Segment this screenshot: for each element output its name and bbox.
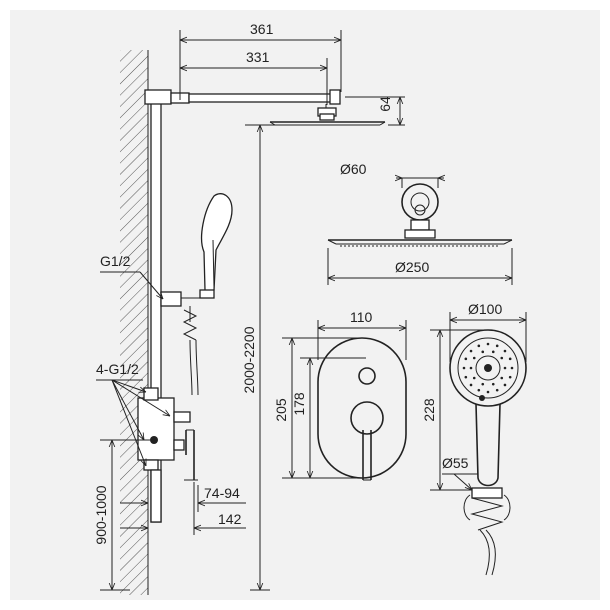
spray-nozzle-dot	[503, 366, 507, 370]
dimension-331: 331	[180, 49, 328, 105]
dimension-64: 64	[345, 96, 405, 126]
dim-142-label: 142	[218, 511, 242, 527]
thread-g12-label: G1/2	[100, 253, 131, 269]
hand-shower-on-riser	[160, 193, 233, 396]
dim-64-label: 64	[377, 96, 393, 112]
dim-331-label: 331	[246, 49, 270, 65]
thread-4g12-label: 4-G1/2	[96, 361, 139, 377]
dim-d100-label: Ø100	[468, 301, 502, 317]
spray-nozzle-dot	[469, 349, 473, 353]
dim-178-label: 178	[291, 392, 307, 416]
dim-110-label: 110	[350, 309, 373, 325]
spray-nozzle-dot	[510, 366, 514, 370]
dimension-110: 110	[317, 309, 407, 360]
spray-nozzle-dot	[481, 382, 485, 386]
dim-d55-label: Ø55	[442, 455, 469, 471]
spray-nozzle-dot	[491, 350, 495, 354]
technical-drawing-background	[10, 10, 600, 600]
spray-nozzle-dot	[477, 388, 481, 392]
head-mount-front: Ø60	[340, 161, 444, 231]
dim-900-1000-label: 900-1000	[93, 485, 109, 544]
spray-nozzle-dot	[486, 342, 490, 346]
dim-361-label: 361	[250, 21, 274, 37]
dim-74-94-label: 74-94	[204, 485, 240, 501]
valve-body	[137, 387, 198, 523]
spray-nozzle-dot	[495, 388, 499, 392]
spray-nozzle-dot	[508, 375, 512, 379]
spray-nozzle-dot	[503, 383, 507, 387]
dimension-d55: Ø55	[442, 455, 478, 490]
dim-205-label: 205	[273, 398, 289, 422]
dim-d60-label: Ø60	[340, 161, 367, 177]
spray-nozzle-dot	[491, 382, 495, 386]
spray-nozzle-dot	[472, 356, 476, 360]
dimension-d100: Ø100	[449, 301, 527, 362]
dim-2000-2200-label: 2000-2200	[241, 326, 257, 393]
spray-nozzle-dot	[477, 344, 481, 348]
spray-nozzle-dot	[481, 350, 485, 354]
thread-label-top: G1/2	[100, 253, 163, 299]
spray-nozzle-dot	[500, 356, 504, 360]
spray-nozzle-dot	[500, 376, 504, 380]
dimension-900-1000: 900-1000	[93, 439, 150, 591]
rain-head-front	[327, 229, 513, 247]
spray-nozzle-dot	[469, 366, 473, 370]
rain-head-side	[269, 121, 386, 126]
mixer-cover-plate	[317, 337, 407, 481]
spray-nozzle-dot	[508, 357, 512, 361]
spray-nozzle-dot	[495, 344, 499, 348]
dimension-74-94: 74-94	[120, 470, 246, 512]
wall-section	[120, 50, 149, 595]
spray-nozzle-dot	[472, 376, 476, 380]
spray-nozzle-dot	[486, 390, 490, 394]
spray-nozzle-dot	[464, 375, 468, 379]
spray-nozzle-dot	[469, 383, 473, 387]
dimension-205: 205	[273, 337, 360, 479]
dim-228-label: 228	[421, 398, 437, 422]
thread-label-valve: 4-G1/2	[96, 361, 170, 466]
hand-shower-front	[449, 329, 527, 576]
dimension-142: 142	[120, 482, 246, 535]
spray-nozzle-dot	[503, 349, 507, 353]
dimension-2000-2200: 2000-2200	[241, 124, 275, 591]
spray-nozzle-dot	[462, 366, 466, 370]
spray-nozzle-dot	[464, 357, 468, 361]
dimension-d250: Ø250	[327, 248, 513, 285]
spray-nozzles	[462, 342, 514, 394]
dim-d250-label: Ø250	[395, 259, 429, 275]
dimension-178: 178	[291, 357, 366, 479]
shower-arm	[188, 89, 341, 121]
